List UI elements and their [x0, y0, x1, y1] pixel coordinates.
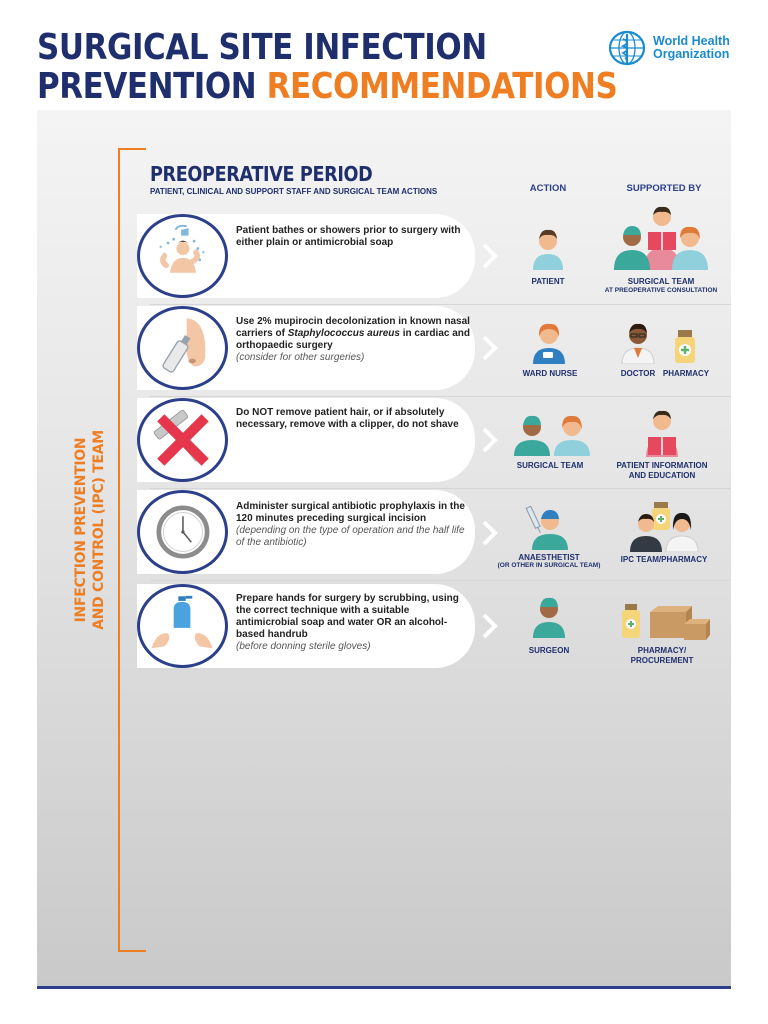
support-label: PHARMACY/ PROCUREMENT — [612, 646, 712, 665]
chevron-right-icon — [482, 335, 498, 361]
recommendation-text: Prepare hands for surgery by scrubbing, … — [236, 593, 470, 653]
pharmacy-boxes-icon — [622, 604, 710, 640]
who-emblem-icon — [608, 30, 646, 66]
support-label: DOCTOR — [620, 369, 656, 378]
chevron-right-icon — [482, 427, 498, 453]
section-header: PREOPERATIVE PERIOD PATIENT, CLINICAL AN… — [150, 162, 437, 196]
recommendation-main-text: Administer surgical antibiotic prophylax… — [236, 501, 465, 524]
title-line-1: SURGICAL SITE INFECTION — [37, 27, 487, 68]
page-title: SURGICAL SITE INFECTION PREVENTION RECOM… — [37, 27, 618, 107]
row-divider — [150, 580, 731, 581]
recommendation-main-text: Do NOT remove patient hair, or if absolu… — [236, 407, 459, 430]
chevron-right-icon — [482, 243, 498, 269]
patient-education-figure-icon — [646, 410, 678, 457]
support-label: SURGICAL TEAM — [627, 277, 695, 286]
clock-icon — [137, 490, 228, 574]
patient-figure-icon — [533, 229, 563, 270]
ipc-label-line2: AND CONTROL (IPC) TEAM — [91, 429, 108, 630]
who-name-line1: World Health — [653, 34, 730, 48]
bottom-rule — [37, 986, 731, 989]
recommendation-main-text: Prepare hands for surgery by scrubbing, … — [236, 593, 459, 640]
recommendation-text: Do NOT remove patient hair, or if absolu… — [236, 407, 470, 431]
support-label-line2: AND EDUCATION — [628, 470, 696, 480]
who-name-line2: Organization — [653, 47, 730, 61]
ipc-team-label: INFECTION PREVENTION AND CONTROL (IPC) T… — [70, 430, 110, 630]
support-label: PHARMACY — [662, 369, 710, 378]
row-divider — [150, 304, 731, 305]
ipc-team-pharmacy-icon — [630, 502, 699, 552]
ward-nurse-figure-icon — [533, 323, 565, 364]
title-line-2: PREVENTION RECOMMENDATIONS — [37, 66, 618, 107]
support-label: IPC TEAM/PHARMACY — [620, 555, 708, 564]
recommendation-main-text-b: in cardiac and orthopaedic surgery — [236, 328, 470, 351]
ipc-bracket — [118, 148, 146, 952]
hand-wash-icon — [137, 584, 228, 668]
anaesthetist-figure-icon — [525, 505, 568, 550]
support-label-line1: PATIENT INFORMATION — [616, 461, 708, 470]
recommendation-main-text: Patient bathes or showers prior to surge… — [236, 225, 461, 248]
support-label-line1: PHARMACY/ — [637, 646, 687, 655]
row-divider — [150, 488, 731, 489]
shower-icon — [137, 214, 228, 298]
title-recommendations: RECOMMENDATIONS — [266, 66, 618, 107]
support-sublabel: AT PREOPERATIVE CONSULTATION — [604, 287, 718, 294]
recommendation-organism: Staphylococcus aureus — [287, 328, 400, 339]
section-title: PREOPERATIVE PERIOD — [150, 162, 373, 186]
column-header-supported-by: SUPPORTED BY — [626, 183, 702, 194]
recommendation-text: Use 2% mupirocin decolonization in known… — [236, 316, 470, 364]
support-label-line2: PROCUREMENT — [630, 655, 694, 665]
surgical-team-group-icon — [614, 206, 708, 270]
action-label: PATIENT — [531, 277, 565, 286]
row-divider — [150, 396, 731, 397]
doctor-figure-icon — [621, 323, 655, 364]
recommendation-note: (consider for other surgeries) — [236, 352, 365, 363]
surgical-team-figure-icon — [514, 415, 590, 456]
recommendation-note: (depending on the type of operation and … — [236, 525, 465, 548]
recommendation-text: Administer surgical antibiotic prophylax… — [236, 501, 470, 549]
support-label: PATIENT INFORMATION AND EDUCATION — [612, 461, 712, 480]
action-sublabel: (OR OTHER IN SURGICAL TEAM) — [497, 562, 601, 569]
razor-crossed-icon — [137, 398, 228, 482]
recommendation-main-text-a: Use 2% mupirocin decolonization in known… — [236, 316, 470, 339]
recommendation-note: (before donning sterile gloves) — [236, 641, 371, 652]
title-prevention: PREVENTION — [37, 66, 257, 107]
ipc-label-line1: INFECTION PREVENTION — [73, 437, 90, 622]
recommendation-text: Patient bathes or showers prior to surge… — [236, 225, 470, 249]
action-label: SURGICAL TEAM — [516, 461, 584, 470]
column-header-action: ACTION — [529, 183, 567, 194]
nasal-ointment-icon — [137, 306, 228, 390]
action-label: WARD NURSE — [522, 369, 578, 378]
chevron-right-icon — [482, 613, 498, 639]
pharmacy-bottle-icon — [675, 330, 695, 363]
action-label: SURGEON — [528, 646, 570, 655]
action-label: ANAESTHETIST — [518, 553, 580, 562]
surgeon-figure-icon — [533, 597, 565, 638]
section-subtitle: PATIENT, CLINICAL AND SUPPORT STAFF AND … — [150, 187, 438, 196]
who-logo: World Health Organization — [607, 28, 737, 68]
chevron-right-icon — [482, 520, 498, 546]
